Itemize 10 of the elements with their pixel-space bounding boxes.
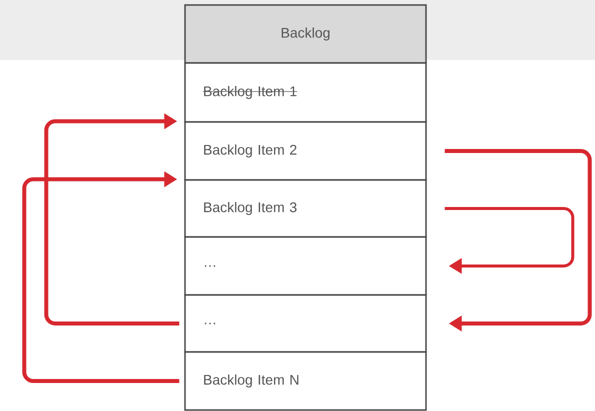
- arrow: [444, 149, 592, 332]
- arrow: [22, 171, 180, 383]
- table-header-cell: Backlog: [184, 4, 427, 64]
- table-row-cell: …: [184, 294, 427, 353]
- table-row-cell: …: [184, 236, 427, 296]
- arrow: [444, 207, 574, 274]
- table-row-cell: Backlog Item N: [184, 351, 427, 411]
- table-row-cell: Backlog Item 3: [184, 179, 427, 238]
- arrow: [44, 113, 180, 326]
- table-row-cell: Backlog Item 2: [184, 121, 427, 181]
